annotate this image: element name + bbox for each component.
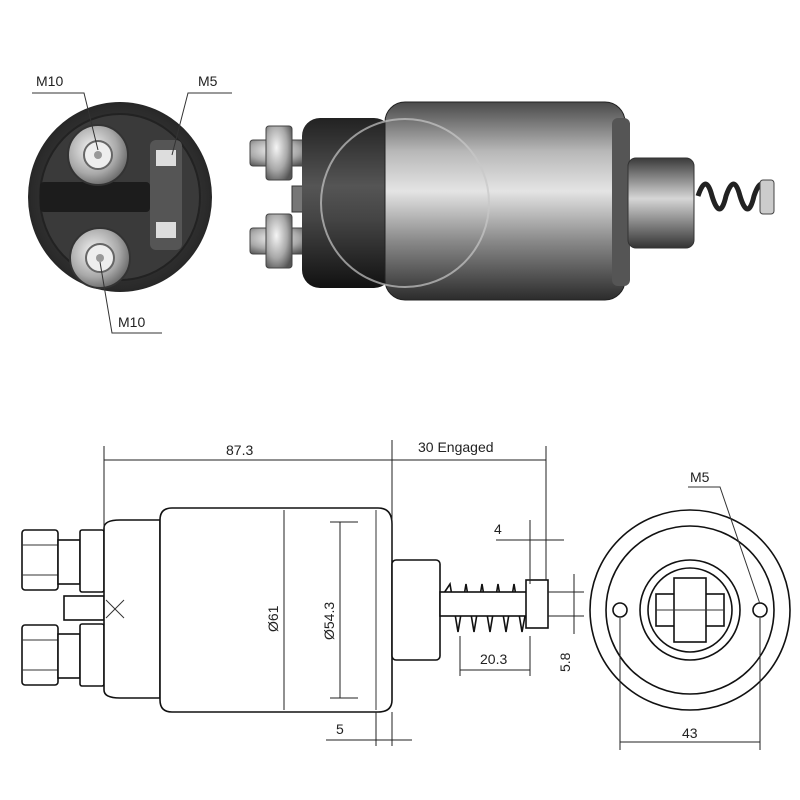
label-bottom-m10: M10 xyxy=(118,314,145,330)
watermark-logo xyxy=(320,118,490,288)
side-top-nut xyxy=(265,125,293,181)
leader-bottom-m10 xyxy=(99,261,162,334)
side-body xyxy=(384,101,626,301)
drawing-plunger xyxy=(391,559,441,661)
dim-engaged-travel: 30 Engaged xyxy=(418,439,494,455)
drawing-top-nut xyxy=(21,529,59,591)
drawing-control-terminal xyxy=(63,595,105,621)
drawing-end-view: M5 43 xyxy=(589,469,791,750)
side-pin xyxy=(759,179,775,215)
side-plunger xyxy=(627,157,695,249)
side-spring xyxy=(695,181,771,212)
leader-top-m10 xyxy=(32,92,99,151)
dim-inner-diameter: Ø54.3 xyxy=(321,602,337,640)
leader-end-m5 xyxy=(688,486,761,605)
drawing-side-view: 87.3 30 Engaged Ø61 Ø54.3 4 20.3 5.8 5 xyxy=(21,439,584,746)
drawing-top-nut2 xyxy=(79,529,105,593)
drawing-body xyxy=(159,507,393,713)
label-end-m5: M5 xyxy=(690,469,710,485)
terminal-bridge xyxy=(40,182,150,212)
dim-pin-diameter: 5.8 xyxy=(557,652,573,672)
drawing-bottom-nut xyxy=(21,624,59,686)
dim-spring-length: 20.3 xyxy=(480,651,507,667)
leader-m5 xyxy=(171,92,232,156)
drawing-bottom-washer xyxy=(57,633,81,679)
drawing-bottom-nut2 xyxy=(79,623,105,687)
dim-bolt-spacing: 43 xyxy=(682,725,698,741)
photo-end-view: M10 M5 M10 xyxy=(28,73,232,334)
control-terminal-contact xyxy=(156,222,176,238)
side-bottom-nut xyxy=(265,213,293,269)
label-top-m10: M10 xyxy=(36,73,63,89)
dim-flange-thickness: 5 xyxy=(336,721,344,737)
drawing-end-hole-left xyxy=(612,602,628,618)
label-m5: M5 xyxy=(198,73,218,89)
drawing-pin-head xyxy=(525,579,549,629)
side-end-cap xyxy=(302,118,392,288)
side-body-lip xyxy=(612,118,630,286)
drawing-end-hole-right xyxy=(752,602,768,618)
control-terminal-contact xyxy=(156,150,176,166)
dim-body-diameter: Ø61 xyxy=(265,605,281,632)
drawing-top-washer xyxy=(57,539,81,585)
bottom-terminal-center xyxy=(96,254,104,262)
top-terminal-center xyxy=(94,151,102,159)
drawing-end-cap xyxy=(103,519,161,699)
dim-plunger-step: 4 xyxy=(494,521,502,537)
photo-side-view xyxy=(249,101,775,301)
dim-overall-length: 87.3 xyxy=(226,442,253,458)
